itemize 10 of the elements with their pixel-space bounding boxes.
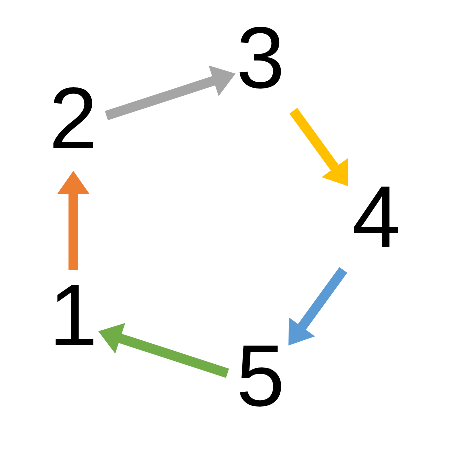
arrow [105,66,236,120]
node-text: 5 [236,327,286,426]
arrow [98,323,230,378]
arrow [57,171,90,270]
node-text: 3 [236,8,286,107]
node-text: 4 [352,168,401,266]
node-text: 2 [49,70,98,168]
arrow [290,108,348,187]
arrow [288,267,348,346]
node-text: 1 [49,266,98,364]
